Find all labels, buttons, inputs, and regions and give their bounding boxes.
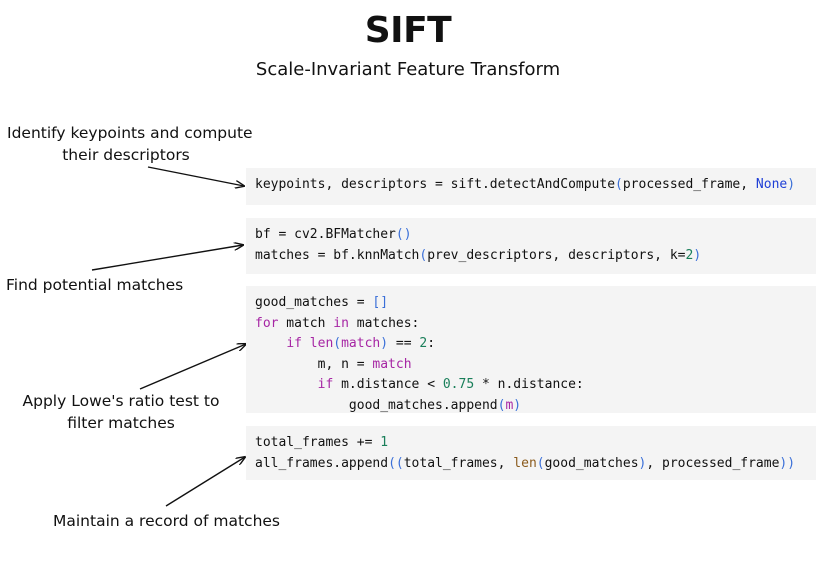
note-line: Find potential matches <box>6 276 184 294</box>
code-keyword: if <box>286 336 302 351</box>
code-text: total_frames += <box>255 435 381 450</box>
code-text: good_matches = <box>255 295 373 310</box>
code-line: total_frames += 1 <box>255 433 816 454</box>
code-variable: match <box>372 356 412 372</box>
code-line: if m.distance < 0.75 * n.distance: <box>255 375 816 396</box>
code-text: good_matches <box>544 455 639 471</box>
code-line: m, n = match <box>255 355 816 376</box>
code-line: all_frames.append((total_frames, len(goo… <box>255 454 816 475</box>
code-line: bf = cv2.BFMatcher() <box>255 225 816 246</box>
code-number: 1 <box>380 435 389 450</box>
code-paren: ( <box>333 336 342 351</box>
code-block-detect: keypoints, descriptors = sift.detectAndC… <box>246 168 816 205</box>
code-text: == <box>388 336 420 351</box>
code-text: m, n = <box>255 356 373 372</box>
arrow-ratio <box>139 344 246 390</box>
code-block-record: total_frames += 1 all_frames.append((tot… <box>246 426 816 480</box>
code-keyword: for <box>255 315 279 331</box>
code-text: bf = cv2.BFMatcher <box>255 227 396 242</box>
note-keypoints: Identify keypoints and compute their des… <box>7 122 253 166</box>
arrow-matches <box>91 245 243 271</box>
code-text: , processed_frame <box>646 455 780 471</box>
arrow-record <box>165 457 245 507</box>
code-text: total_frames, <box>403 455 514 471</box>
code-paren: ) <box>638 455 647 471</box>
note-record: Maintain a record of matches <box>53 510 280 532</box>
code-builtin: len <box>513 455 537 471</box>
code-paren: ) <box>693 247 702 263</box>
code-paren: (( <box>388 455 404 471</box>
code-paren: ( <box>536 455 545 471</box>
code-paren: ( <box>615 177 623 192</box>
code-text: : <box>427 336 436 351</box>
diagram-title: SIFT <box>364 10 452 51</box>
code-paren: ) <box>787 177 796 192</box>
code-text: matches: <box>348 315 420 331</box>
diagram-subtitle: Scale-Invariant Feature Transform <box>255 59 561 80</box>
code-variable: match <box>341 336 381 351</box>
note-ratio: Apply Lowe's ratio test to filter matche… <box>22 390 220 434</box>
code-number: 0.75 <box>442 377 475 392</box>
note-line: their descriptors <box>62 146 190 164</box>
code-line: keypoints, descriptors = sift.detectAndC… <box>255 175 816 196</box>
code-number: 2 <box>419 336 428 351</box>
code-line: good_matches = [] <box>255 293 816 314</box>
note-matches: Find potential matches <box>6 274 184 296</box>
code-text: processed_frame, <box>622 177 756 192</box>
code-text: prev_descriptors, descriptors, k= <box>427 247 686 263</box>
code-block-matcher: bf = cv2.BFMatcher() matches = bf.knnMat… <box>246 218 816 274</box>
code-text: keypoints, descriptors = sift.detectAndC… <box>255 177 616 192</box>
code-paren: )) <box>779 455 796 471</box>
code-paren: ) <box>513 397 522 413</box>
code-indent <box>255 377 318 392</box>
note-line: Identify keypoints and compute <box>7 124 253 142</box>
code-line: matches = bf.knnMatch(prev_descriptors, … <box>255 246 816 267</box>
note-line: filter matches <box>67 414 175 432</box>
code-text <box>302 336 310 351</box>
note-line: Apply Lowe's ratio test to <box>22 392 220 410</box>
code-text: all_frames.append <box>255 455 389 471</box>
code-indent <box>255 336 286 351</box>
arrow-keypoints <box>147 166 244 186</box>
code-builtin: len <box>309 336 334 351</box>
code-keyword: if <box>317 377 334 392</box>
code-line: for match in matches: <box>255 314 816 335</box>
code-paren: ) <box>380 336 389 351</box>
code-bracket: [] <box>372 295 389 310</box>
code-keyword: in <box>333 315 349 331</box>
code-variable: m <box>505 397 514 413</box>
code-block-ratio-test: good_matches = [] for match in matches: … <box>246 286 816 413</box>
code-number: 2 <box>685 247 694 263</box>
code-text: matches = bf.knnMatch <box>255 247 420 263</box>
code-text: m.distance < <box>333 377 443 392</box>
code-line: if len(match) == 2: <box>255 334 816 355</box>
code-paren: ( <box>497 397 506 413</box>
code-constant: None <box>755 177 788 192</box>
code-line: good_matches.append(m) <box>255 396 816 414</box>
code-paren: ( <box>419 247 428 263</box>
note-line: Maintain a record of matches <box>53 512 280 530</box>
code-text: * n.distance: <box>474 377 584 392</box>
code-paren: () <box>395 227 412 242</box>
code-text: good_matches.append <box>255 397 498 413</box>
code-text: match <box>278 315 334 331</box>
